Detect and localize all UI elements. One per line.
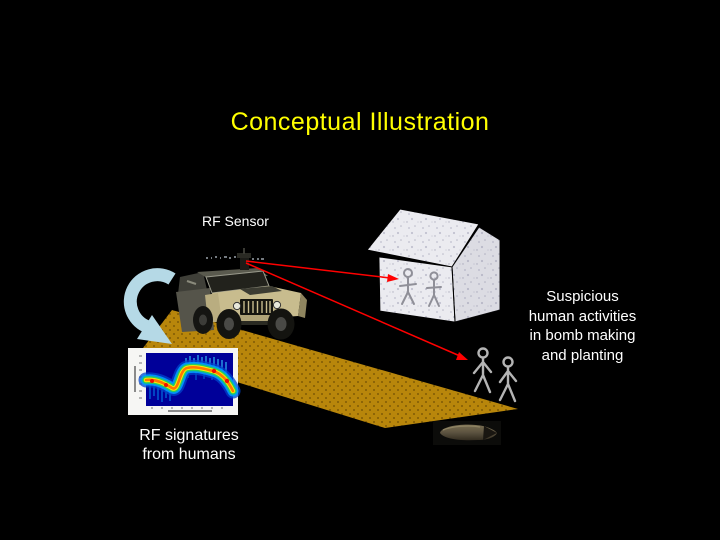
rf-beam-to-house xyxy=(245,260,391,279)
rf-sensor-label: RF Sensor xyxy=(202,213,269,229)
road-shape xyxy=(140,310,518,428)
rf-signatures-label: RF signatures from humans xyxy=(115,426,263,464)
walking-person-icons xyxy=(472,347,518,403)
rf-emission-marks xyxy=(206,256,264,260)
suspicious-activities-line: Suspicious xyxy=(546,288,619,305)
rf-sensor-vehicle-icon xyxy=(176,248,307,340)
house-icon xyxy=(366,208,501,323)
rf-beam-to-house-arrowhead xyxy=(387,274,399,282)
suspicious-activities-line: in bomb making xyxy=(529,327,636,344)
rf-sensor-mast xyxy=(237,248,251,270)
spectrogram-image xyxy=(128,348,241,415)
suspicious-activities-label: Suspicious human activities in bomb maki… xyxy=(505,287,660,365)
slide-title: Conceptual Illustration xyxy=(230,108,490,136)
house-front-wall xyxy=(378,256,456,323)
suspicious-person-icons xyxy=(399,268,442,307)
suspicious-activities-line: human activities xyxy=(528,307,637,325)
rf-beam-to-people-arrowhead xyxy=(456,352,468,360)
rf-signatures-line: RF signatures xyxy=(139,427,239,444)
rf-beam-arrows xyxy=(245,260,468,360)
suspicious-activities-line: and planting xyxy=(541,346,624,364)
bomb-shell-image xyxy=(433,421,501,445)
house-roof xyxy=(366,208,480,268)
rf-signatures-line: from humans xyxy=(142,446,236,463)
rf-beam-to-people xyxy=(245,262,461,357)
spectrogram-signal xyxy=(138,359,241,399)
rotation-arrow-icon xyxy=(123,268,176,344)
